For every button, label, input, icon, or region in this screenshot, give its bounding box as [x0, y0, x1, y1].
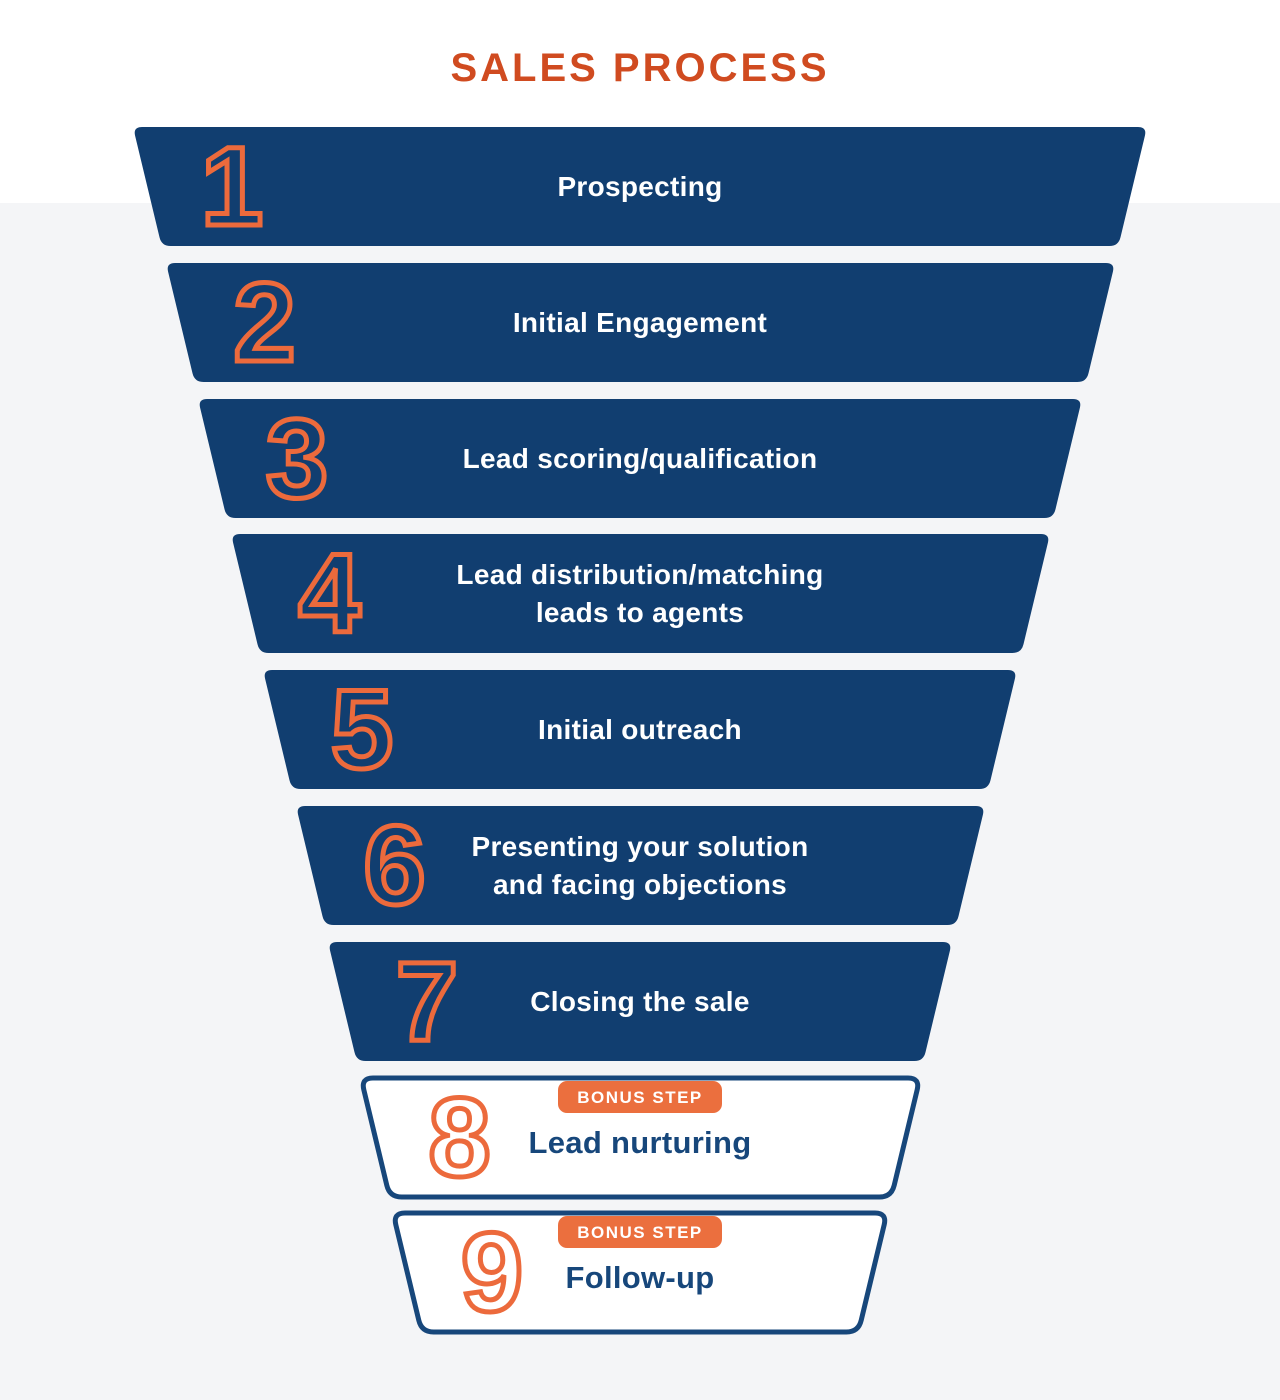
trapezoid-shape: [199, 399, 1081, 518]
funnel-step-3: 3 Lead scoring/qualification: [198, 399, 1082, 518]
step-content: Lead distribution/matching leads to agen…: [231, 534, 1050, 653]
step-label: Lead distribution/matching leads to agen…: [456, 559, 824, 628]
step-content: Lead scoring/qualification: [198, 399, 1082, 518]
step-number: 9: [458, 1209, 525, 1335]
step-label: Lead scoring/qualification: [462, 442, 818, 474]
step-content: Closing the sale: [328, 942, 952, 1061]
trapezoid-shape: [232, 534, 1048, 653]
trapezoid-shape: [134, 127, 1146, 246]
step-number: 4: [296, 530, 363, 656]
trapezoid-shape: [392, 1210, 888, 1335]
step-number: 2: [231, 259, 298, 385]
step-content: Initial outreach: [263, 670, 1017, 789]
step-number: 7: [393, 938, 460, 1064]
step-number: 3: [263, 395, 330, 521]
funnel-step-5: 5 Initial outreach: [263, 670, 1017, 789]
funnel-step-8: 8 BONUS STEP Lead nurturing: [360, 1074, 920, 1200]
step-label: Follow-up: [565, 1260, 715, 1295]
step-content: BONUS STEP Follow-up: [393, 1213, 887, 1332]
funnel-step-2: 2 Initial Engagement: [166, 263, 1115, 382]
funnel-step-1: 1 Prospecting: [133, 127, 1147, 246]
step-number: 8: [426, 1074, 493, 1200]
funnel-step-7: 7 Closing the sale: [328, 942, 952, 1061]
step-number: 1: [198, 123, 265, 249]
trapezoid-shape: [297, 806, 983, 925]
step-label: Initial Engagement: [512, 306, 768, 338]
trapezoid-shape: [167, 263, 1113, 382]
page-title: SALES PROCESS: [450, 46, 830, 90]
trapezoid-shape: [360, 1075, 920, 1200]
funnel-step-6: 6 Presenting your solution and facing ob…: [296, 806, 985, 925]
step-label: Initial outreach: [538, 713, 742, 745]
step-number: 5: [328, 666, 395, 792]
step-label: Lead nurturing: [528, 1125, 752, 1160]
trapezoid-shape: [329, 942, 951, 1061]
step-label: Closing the sale: [530, 985, 750, 1017]
funnel-step-4: 4 Lead distribution/matching leads to ag…: [231, 534, 1050, 653]
step-label: Presenting your solution and facing obje…: [471, 831, 809, 900]
bonus-step-badge: BONUS STEP: [558, 1216, 722, 1248]
trapezoid-shape: [264, 670, 1016, 789]
funnel-step-9: 9 BONUS STEP Follow-up: [392, 1209, 888, 1335]
step-content: Prospecting: [133, 127, 1147, 246]
step-content: Presenting your solution and facing obje…: [296, 806, 985, 925]
step-content: BONUS STEP Lead nurturing: [361, 1078, 920, 1197]
step-number: 6: [361, 802, 428, 928]
step-label: Prospecting: [557, 170, 723, 202]
step-content: Initial Engagement: [166, 263, 1115, 382]
bonus-step-badge: BONUS STEP: [558, 1081, 722, 1113]
